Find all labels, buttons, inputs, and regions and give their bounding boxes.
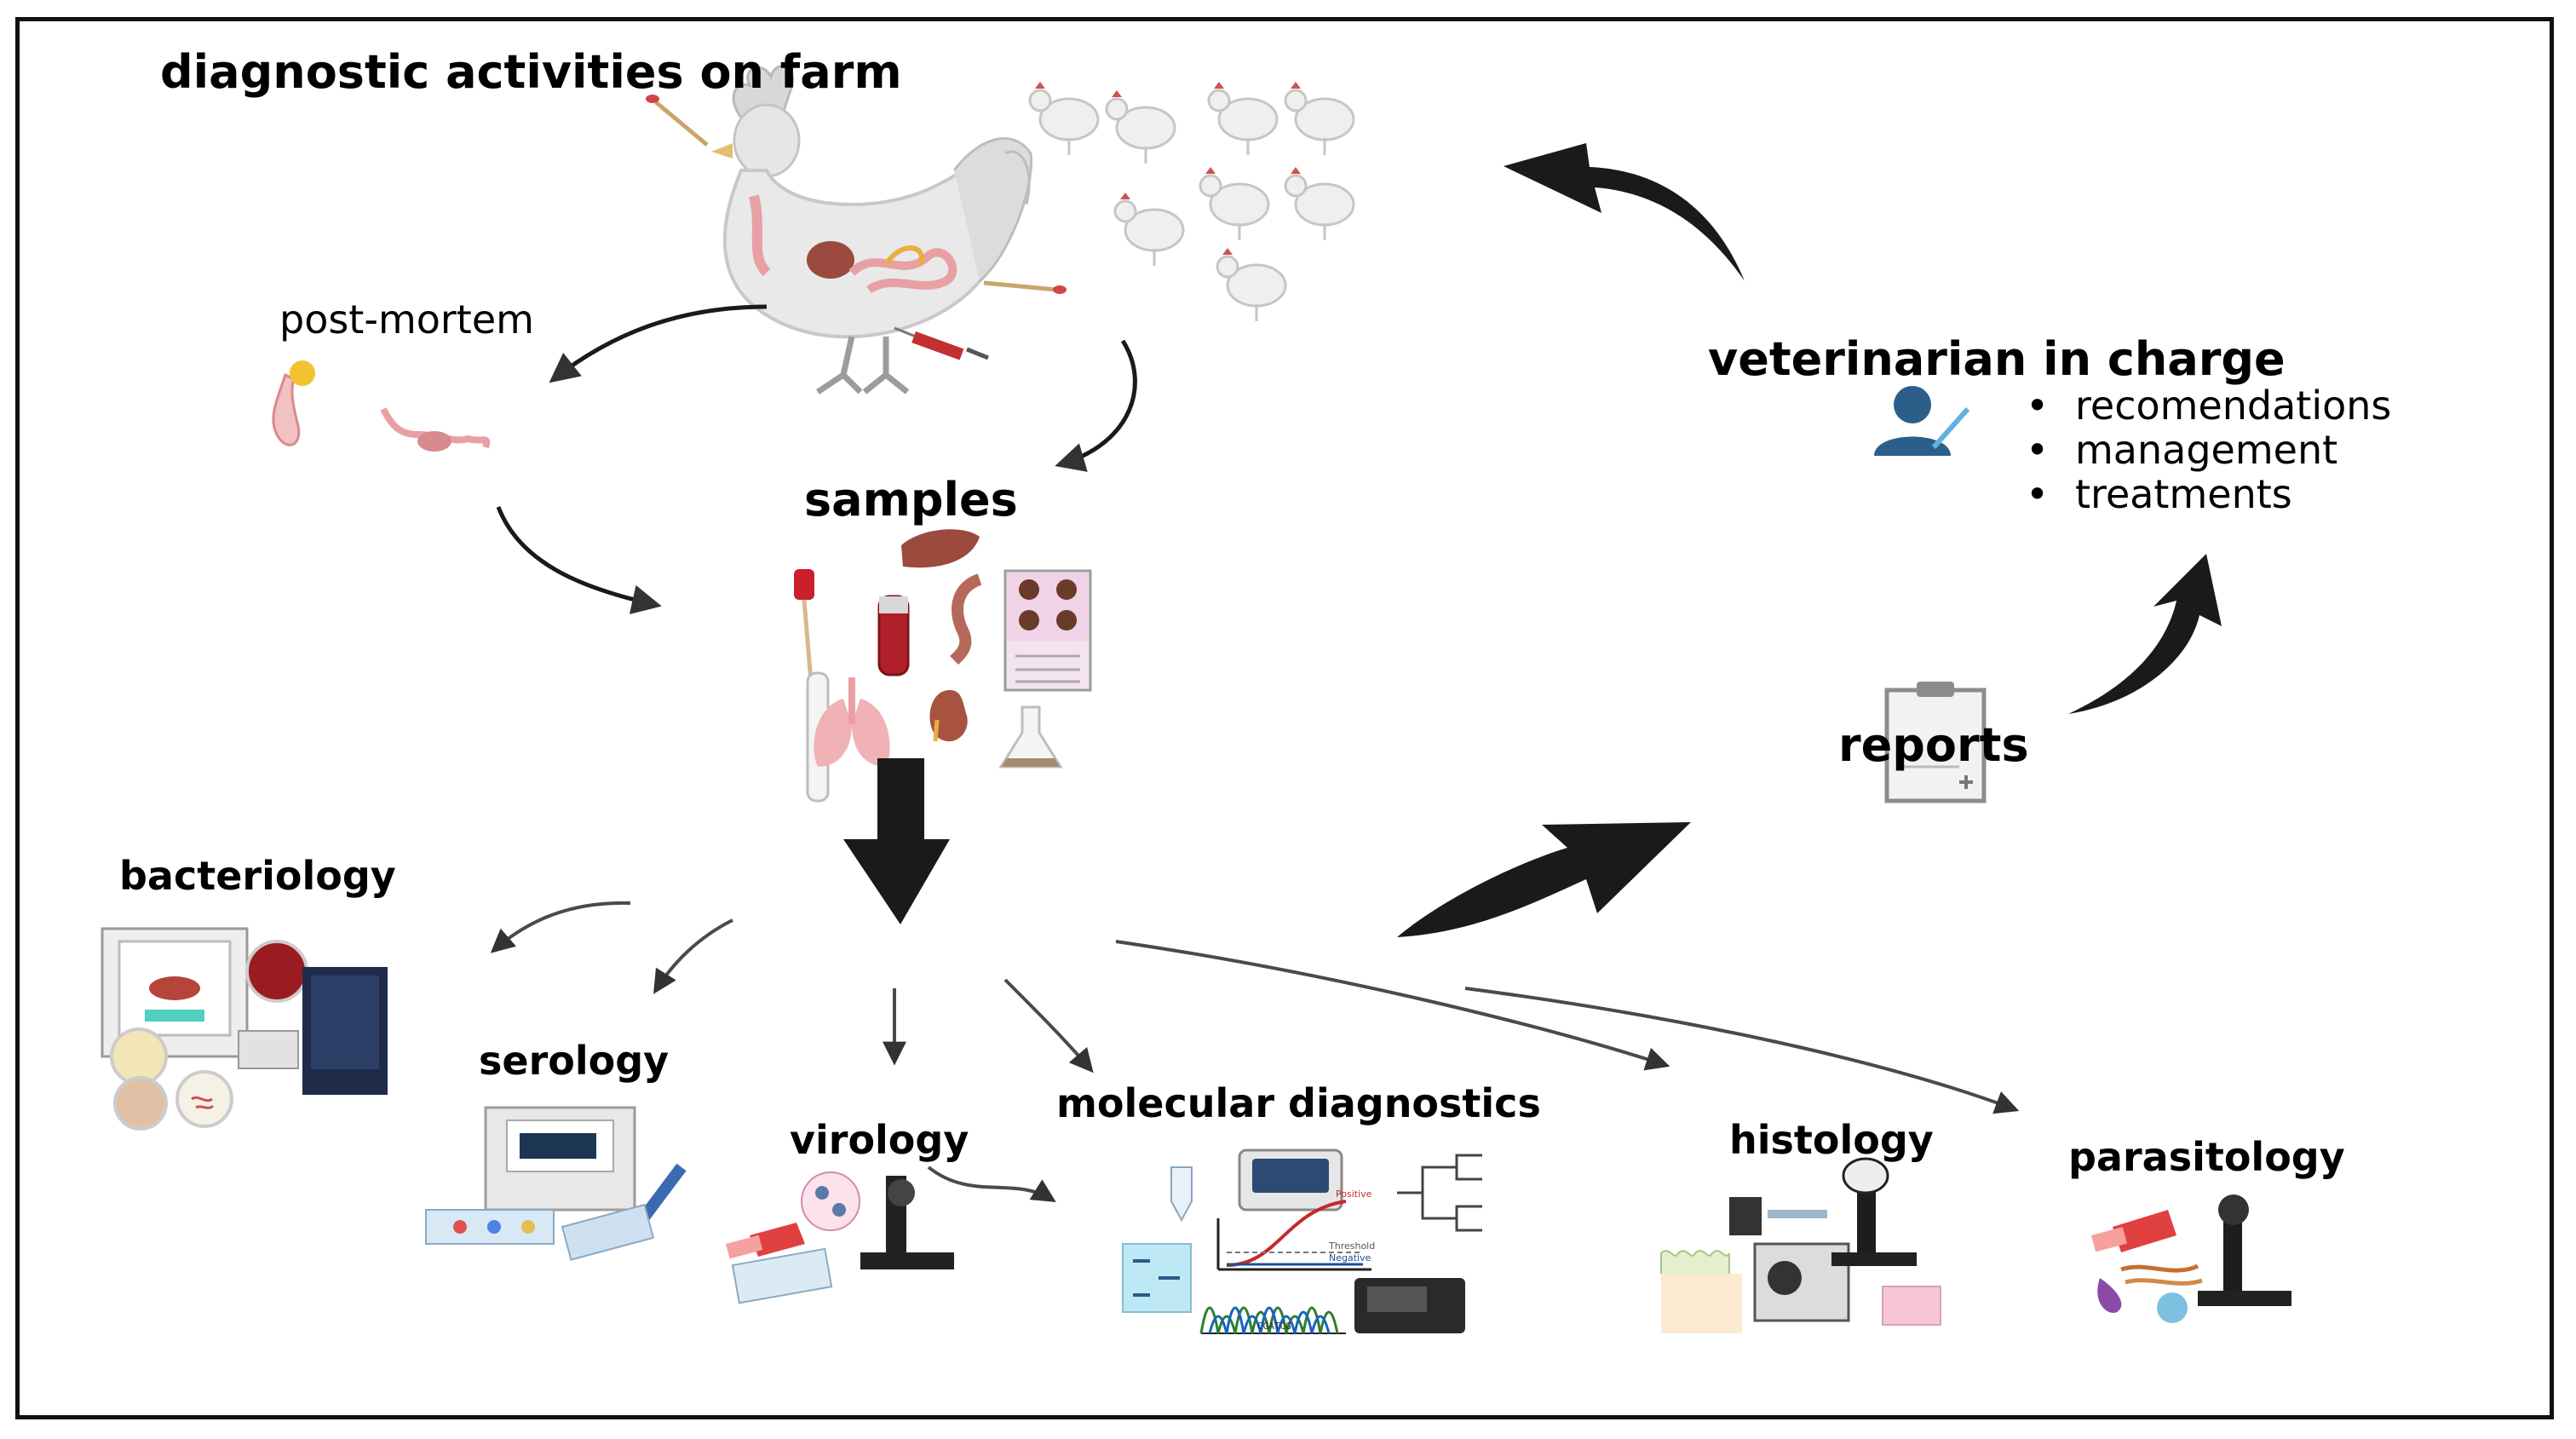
phylogenetic-tree-icon xyxy=(1397,1154,1482,1232)
arrow-postmortem-to-samples xyxy=(496,506,662,615)
cloacal-swab-icon xyxy=(983,280,1067,294)
microplate-icon xyxy=(425,1209,555,1245)
sample-swab-icon xyxy=(794,569,814,682)
arrow-to-samples-right xyxy=(1055,339,1137,472)
histology-label: histology xyxy=(1729,1117,1934,1163)
amplification-positive-label: Positive xyxy=(1336,1189,1372,1200)
arrow-to-postmortem xyxy=(549,304,768,383)
virus-icon xyxy=(801,1171,860,1231)
pipette-icon xyxy=(561,1163,687,1261)
clipboard-icon xyxy=(1884,682,1987,803)
flow-arrows xyxy=(496,304,1137,615)
big-down-arrow xyxy=(843,758,950,924)
tissue-section-icon xyxy=(1660,1250,1742,1333)
gel-icon xyxy=(1122,1243,1192,1313)
diagram-title: diagnostic activities on farm xyxy=(160,45,902,99)
arrow-vet-to-flock xyxy=(1504,143,1745,281)
cell-plate-icon xyxy=(731,1247,833,1304)
big-arrow-to-reports xyxy=(1397,822,1691,937)
sequencer-icon xyxy=(1354,1278,1465,1333)
syringe-icon xyxy=(894,326,989,360)
arrow-to-bacteriology xyxy=(490,901,631,953)
veterinarian-title: veterinarian in charge xyxy=(1708,332,2286,386)
arrow-virology-to-molecular xyxy=(927,1166,1056,1202)
reports-label: reports xyxy=(1838,718,2029,772)
pcr-machine-icon xyxy=(1238,1148,1343,1212)
action-item: treatments xyxy=(2026,472,2391,516)
stained-slide-icon xyxy=(1882,1286,1941,1326)
rooster-icon xyxy=(711,65,1033,394)
incubator-icon xyxy=(101,927,249,1058)
histology-microscope-icon xyxy=(1831,1157,1917,1266)
microscope-icon xyxy=(860,1176,954,1269)
parasitology-microscope-icon xyxy=(2198,1194,2291,1306)
serology-label: serology xyxy=(479,1038,670,1084)
bacteriology-label: bacteriology xyxy=(119,853,396,899)
kidney-icon xyxy=(929,690,968,742)
lab-arrows xyxy=(490,901,2020,1202)
veterinarian-icon xyxy=(1874,386,1970,456)
sequence-label: CGATCG xyxy=(1257,1321,1291,1332)
post-mortem-label: post-mortem xyxy=(279,296,534,342)
necropsy-organs-icon xyxy=(272,360,491,452)
analyzer-icon xyxy=(238,967,388,1095)
arrow-reports-to-vet xyxy=(2068,554,2222,714)
amplification-threshold-label: Threshold xyxy=(1328,1240,1375,1252)
elisa-plate-icon xyxy=(1003,569,1092,692)
parasitology-label: parasitology xyxy=(2068,1134,2345,1180)
microtome-icon xyxy=(1729,1197,1850,1322)
veterinarian-actions-list: recomendations management treatments xyxy=(2026,383,2391,516)
arrow-to-parasitology xyxy=(1464,987,2020,1114)
samples-label: samples xyxy=(804,473,1018,527)
amplification-negative-label: Negative xyxy=(1329,1252,1371,1263)
parasite-flask-icon xyxy=(2091,1210,2176,1252)
chicken-flock-icon xyxy=(1028,82,1355,321)
blood-tube-icon xyxy=(877,595,910,676)
culture-flask-icon xyxy=(725,1223,805,1259)
swab-icon xyxy=(646,95,709,147)
liver-icon xyxy=(901,529,980,568)
arrow-to-serology xyxy=(653,918,733,994)
parasite-icon xyxy=(2097,1263,2203,1323)
tube-icon xyxy=(1170,1166,1193,1223)
sequencing-chromatogram xyxy=(1199,1306,1346,1334)
molecular-diagnostics-label: molecular diagnostics xyxy=(1056,1080,1541,1126)
action-item: management xyxy=(2026,428,2391,472)
virology-label: virology xyxy=(790,1117,969,1163)
lungs-icon xyxy=(814,677,890,767)
elisa-reader-icon xyxy=(484,1106,636,1212)
action-item: recomendations xyxy=(2026,383,2391,428)
arrow-to-molecular xyxy=(1003,978,1094,1073)
diagram-frame xyxy=(15,17,2554,1419)
amplification-plot xyxy=(1216,1200,1371,1271)
flask-icon xyxy=(998,705,1063,768)
arrow-to-histology xyxy=(1115,940,1670,1071)
intestine-icon xyxy=(950,573,982,665)
